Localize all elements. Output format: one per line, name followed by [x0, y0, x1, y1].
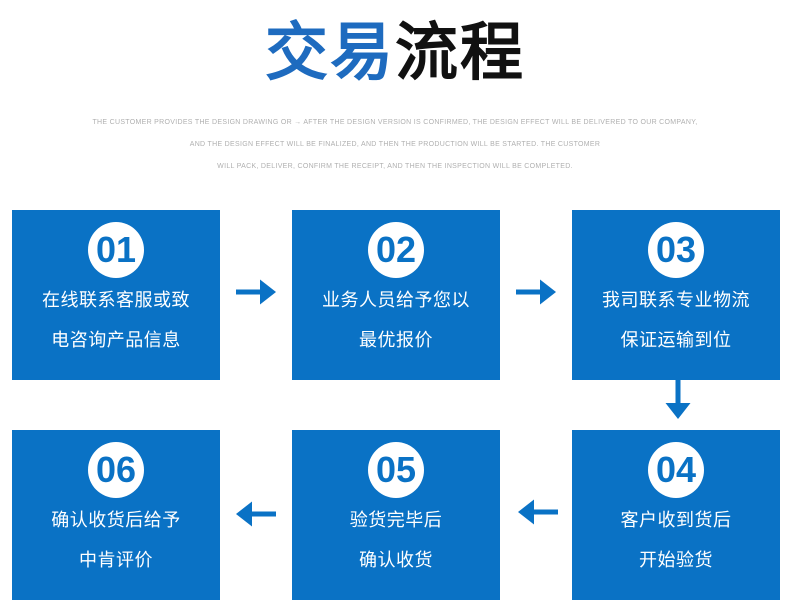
arrow-step4-to-step5-icon — [518, 499, 558, 525]
step-06-text-line2: 中肯评价 — [79, 550, 153, 570]
subtitle: THE CUSTOMER PROVIDES THE DESIGN DRAWING… — [0, 112, 790, 178]
step-04-number-badge: 04 — [648, 442, 704, 498]
step-02-number-badge: 02 — [368, 222, 424, 278]
step-card-06: 06 确认收货后给予 中肯评价 — [12, 430, 220, 600]
step-04-text-line2: 开始验货 — [639, 550, 713, 570]
page-title: 交易流程 — [0, 14, 790, 92]
step-06-text-line1: 确认收货后给予 — [51, 510, 181, 530]
step-card-04: 04 客户收到货后 开始验货 — [572, 430, 780, 600]
step-card-01: 01 在线联系客服或致 电咨询产品信息 — [12, 210, 220, 380]
arrow-step3-to-step4-icon — [665, 379, 691, 419]
subtitle-line-2: AND THE DESIGN EFFECT WILL BE FINALIZED,… — [189, 141, 601, 148]
step-06-number-badge: 06 — [88, 442, 144, 498]
step-01-number: 01 — [95, 229, 137, 270]
step-04-text-line1: 客户收到货后 — [620, 510, 732, 530]
title-blue-part: 交易 — [265, 18, 395, 88]
step-01-text-line2: 电咨询产品信息 — [51, 330, 181, 350]
step-05-text-line2: 确认收货 — [359, 550, 433, 570]
step-03-text-line1: 我司联系专业物流 — [602, 290, 750, 310]
step-02-text-line2: 最优报价 — [359, 330, 433, 350]
arrow-step5-to-step6-icon — [236, 501, 276, 527]
subtitle-line-3: WILL PACK, DELIVER, CONFIRM THE RECEIPT,… — [217, 163, 573, 170]
step-03-number-badge: 03 — [648, 222, 704, 278]
step-01-text-line1: 在线联系客服或致 — [42, 290, 190, 310]
step-04-number: 04 — [655, 449, 697, 490]
subtitle-line-1: THE CUSTOMER PROVIDES THE DESIGN DRAWING… — [92, 119, 698, 126]
step-02-text-line1: 业务人员给予您以 — [322, 290, 470, 310]
step-card-02: 02 业务人员给予您以 最优报价 — [292, 210, 500, 380]
step-02-number: 02 — [375, 229, 417, 270]
step-card-05: 05 验货完毕后 确认收货 — [292, 430, 500, 600]
step-03-number: 03 — [655, 229, 697, 270]
step-05-number: 05 — [375, 449, 417, 490]
step-05-text-line1: 验货完毕后 — [349, 510, 443, 530]
step-06-number: 06 — [95, 449, 137, 490]
title-black-part: 流程 — [395, 18, 525, 88]
arrow-step1-to-step2-icon — [236, 279, 276, 305]
step-05-number-badge: 05 — [368, 442, 424, 498]
step-01-number-badge: 01 — [88, 222, 144, 278]
arrow-step2-to-step3-icon — [516, 279, 556, 305]
step-03-text-line2: 保证运输到位 — [620, 330, 732, 350]
step-card-03: 03 我司联系专业物流 保证运输到位 — [572, 210, 780, 380]
